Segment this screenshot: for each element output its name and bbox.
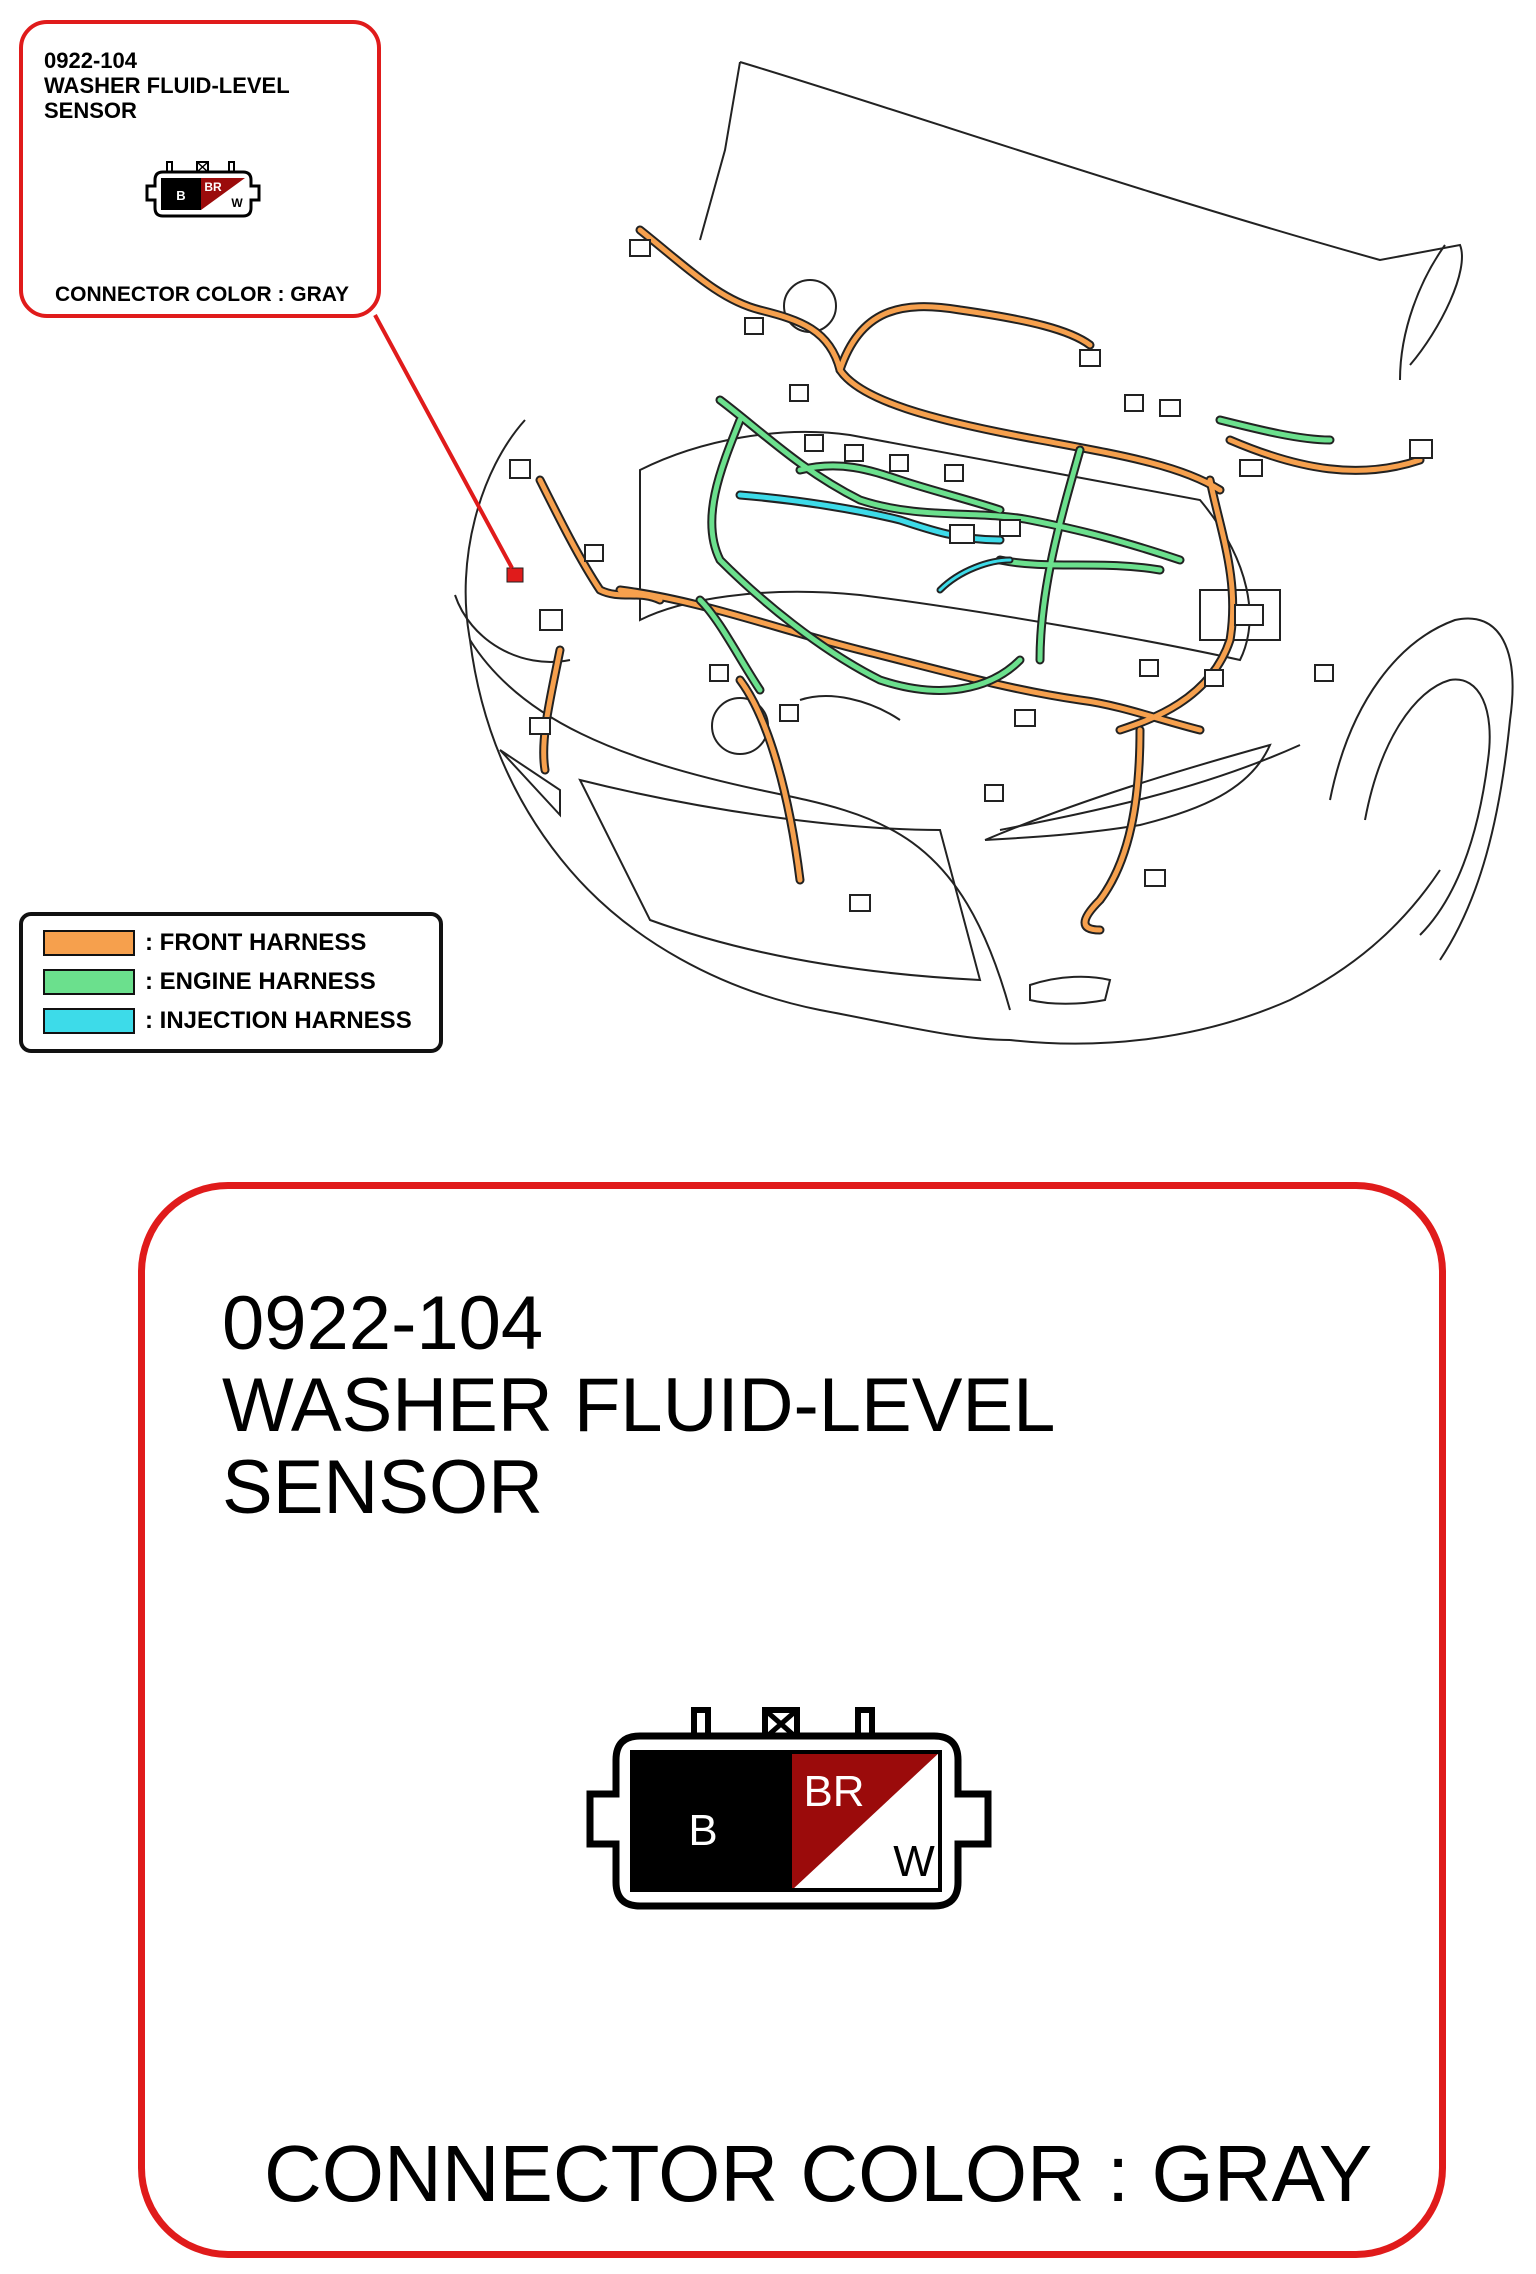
connector-face-large: B BR W: [586, 1707, 992, 1910]
legend-label-engine: : ENGINE HARNESS: [145, 968, 376, 995]
connector-face-small: B BR W: [145, 161, 261, 218]
car-body-outline: [454, 61, 1514, 1045]
callout-leader-line: [373, 314, 514, 569]
harness-legend: : FRONT HARNESS : ENGINE HARNESS : INJEC…: [19, 912, 443, 1053]
callout-large-connector-color: CONNECTOR COLOR : GRAY: [264, 2129, 1373, 2218]
connector-callout-large: [138, 1182, 1446, 2258]
callout-small-name-line1: WASHER FLUID-LEVEL: [44, 73, 290, 98]
front-harness: [535, 225, 1425, 935]
callout-large-name-line1: WASHER FLUID-LEVEL: [222, 1363, 1056, 1448]
pin-w-label-large: W: [893, 1837, 935, 1886]
callout-small-name-line2: SENSOR: [44, 98, 137, 123]
callout-small-connector-color: CONNECTOR COLOR : GRAY: [55, 283, 350, 306]
callout-small-code: 0922-104: [44, 48, 137, 73]
pin-br-label-large: BR: [803, 1767, 864, 1816]
callout-large-code: 0922-104: [222, 1281, 544, 1366]
harness-connectors: [509, 239, 1433, 912]
connector-callout-small: [19, 20, 381, 318]
engine-harness: [695, 395, 1335, 695]
legend-item-engine-harness: : ENGINE HARNESS: [43, 967, 376, 997]
legend-swatch-front: [43, 930, 135, 956]
legend-label-injection: : INJECTION HARNESS: [145, 1007, 412, 1034]
legend-item-injection-harness: : INJECTION HARNESS: [43, 1006, 412, 1036]
callout-large-name-line2: SENSOR: [222, 1445, 543, 1530]
legend-label-front: : FRONT HARNESS: [145, 929, 367, 956]
legend-swatch-engine: [43, 969, 135, 995]
pin-br-label-small: BR: [204, 180, 222, 194]
callout-large-title: 0922-104 WASHER FLUID-LEVEL SENSOR: [222, 1283, 1055, 1529]
pin-b-label-large: B: [688, 1806, 717, 1855]
legend-swatch-injection: [43, 1008, 135, 1034]
engine-bay-wiring-illustration: [373, 61, 1514, 1045]
pin-b-label-small: B: [176, 188, 185, 203]
legend-item-front-harness: : FRONT HARNESS: [43, 928, 366, 958]
pin-w-label-small: W: [231, 196, 243, 210]
washer-fluid-level-sensor-location: [506, 567, 524, 583]
callout-small-title: 0922-104 WASHER FLUID-LEVEL SENSOR: [44, 48, 290, 123]
